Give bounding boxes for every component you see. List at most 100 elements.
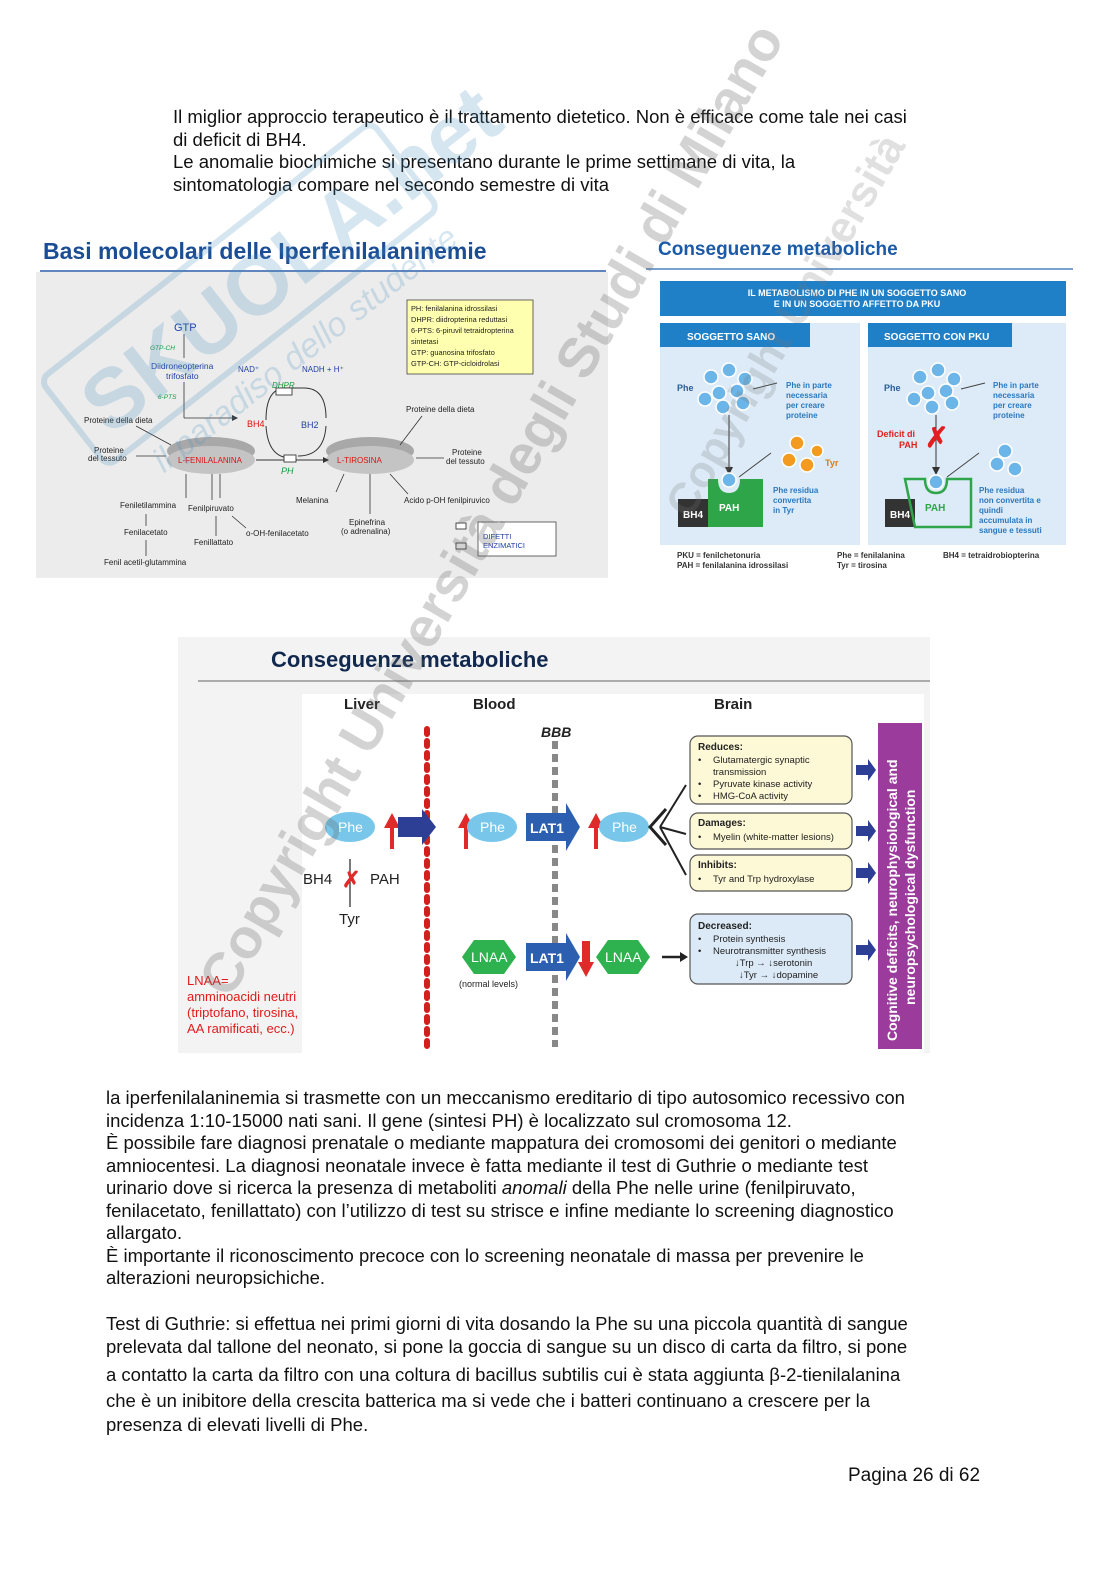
figure-molecular-basis: Basi molecolari delle Iperfenilalaninemi… [36, 230, 608, 578]
blood-phe: Phe [480, 819, 505, 835]
banner-line-1: IL METABOLISMO DI PHE IN UN SOGGETTO SAN… [748, 288, 967, 298]
body-emphasis: anomali [501, 1177, 567, 1198]
diidro-label-1: Diidroneopterina [151, 361, 214, 371]
right-bh4: BH4 [890, 510, 910, 521]
guthrie-paragraph: Test di Guthrie: si effettua nei primi g… [106, 1312, 1026, 1436]
fenilacetil-label: Fenil acetil-glutammina [104, 558, 187, 567]
guthrie-line: Test di Guthrie: si effettua nei primi g… [106, 1313, 908, 1334]
ph-label: PH [281, 466, 294, 476]
gtp-label: GTP [174, 322, 197, 334]
guthrie-line: prelevata dal tallone del neonato, si po… [106, 1336, 908, 1357]
lat1-top: LAT1 [530, 820, 564, 836]
left-phe-molecules [697, 362, 753, 415]
epin-label-1: Epinefrina [349, 518, 386, 527]
prot-tess-left-2: del tessuto [88, 454, 127, 463]
pts-label: 6-PTS [158, 394, 177, 401]
body-line: alterazioni neuropsichiche. [106, 1267, 326, 1288]
panel-left-header: SOGGETTO SANO [687, 332, 775, 343]
accumulated-phe-molecules [989, 443, 1023, 477]
brain-lnaa: LNAA [605, 949, 642, 965]
brain-phe: Phe [612, 819, 637, 835]
deficit-label: Deficit di PAH [877, 429, 918, 450]
body-text: urinario dove si ricerca la presenza di … [106, 1177, 502, 1198]
tyr-label: Tyr [825, 458, 839, 468]
reduces-title: Reduces: [698, 742, 743, 753]
figure1-title: Basi molecolari delle Iperfenilalaninemi… [43, 238, 487, 264]
fenilacet-label: Fenilacetato [124, 528, 168, 537]
intro-line: sintomatologia compare nel secondo semes… [173, 173, 610, 195]
nadh-label: NADH + H⁺ [302, 365, 344, 374]
ooh-label: o-OH-fenilacetato [246, 529, 309, 538]
damages-list: •Myelin (white-matter lesions) [698, 832, 834, 843]
body-line: È possibile fare diagnosi prenatale o me… [106, 1132, 897, 1153]
body-paragraph: la iperfenilalaninemia si trasmette con … [106, 1087, 1026, 1290]
blood-lnaa: LNAA [471, 949, 508, 965]
figure-liver-blood-brain: Conseguenze metaboliche Liver Blood Brai… [178, 637, 930, 1053]
prot-tess-right-2: del tessuto [446, 457, 485, 466]
col-brain: Brain [714, 696, 752, 713]
body-line: urinario dove si ricerca la presenza di … [106, 1177, 1026, 1200]
left-note: Phe in parte necessaria per creare prote… [786, 381, 834, 420]
normal-levels: (normal levels) [459, 979, 518, 989]
difetti-label-1: DIFETTI [483, 532, 511, 541]
bh4-label: BH4 [247, 419, 265, 429]
bh4-label: BH4 [303, 871, 332, 888]
intro-line: Le anomalie biochimiche si presentano du… [173, 151, 796, 172]
fenilpir-label: Fenilpiruvato [188, 504, 234, 513]
col-liver: Liver [344, 696, 380, 713]
guthrie-line: che è un inibitore della crescita batter… [106, 1390, 871, 1411]
intro-paragraph: Il miglior approccio terapeutico è il tr… [173, 106, 1023, 196]
intro-line: Il miglior approccio terapeutico è il tr… [173, 106, 907, 127]
inhibits-list: •Tyr and Trp hydroxylase [698, 874, 814, 885]
figure2-title: Conseguenze metaboliche [658, 239, 898, 260]
side-label-1: Cognitive deficits, neurophysiological a… [884, 759, 900, 1041]
banner-line-2: E IN UN SOGGETTO AFFETTO DA PKU [774, 299, 941, 309]
reduces-list: •Glutamatergic synaptic transmission •Py… [698, 755, 815, 802]
prot-tess-left-1: Proteine [94, 446, 124, 455]
body-line: amniocentesi. La diagnosi neonatale inve… [106, 1154, 869, 1176]
right-phe-molecules [906, 362, 962, 415]
feniletil-label: Feniletilammina [120, 501, 177, 510]
col-blood: Blood [473, 696, 516, 713]
diidro-label-2: trifosfato [166, 371, 199, 381]
liver-phe: Phe [338, 819, 363, 835]
panel-right-header: SOGGETTO CON PKU [884, 332, 989, 343]
tyr-label: Tyr [339, 911, 360, 928]
melanina-label: Melanina [296, 496, 329, 505]
outcome-arrows [856, 759, 876, 961]
body-line: la iperfenilalaninemia si trasmette con … [106, 1087, 905, 1108]
decreased-title: Decreased: [698, 921, 752, 932]
left-bh4: BH4 [683, 510, 703, 521]
deficit-x-icon: ✗ [925, 422, 948, 453]
left-pah: PAH [719, 503, 739, 514]
body-line: fenilacetato, fenillattato) con l’utiliz… [106, 1199, 894, 1221]
acido-label: Acido p-OH fenilpiruvico [404, 496, 490, 505]
nad-label: NAD⁺ [238, 365, 259, 374]
figure2-footer: PKU = fenilchetonuria PAH = fenilalanina… [677, 551, 1040, 570]
bh2-label: BH2 [301, 420, 319, 430]
phe-label: L-FENILALANINA [178, 456, 243, 465]
left-residua: Phe residua convertita in Tyr [773, 486, 821, 515]
lat1-bottom: LAT1 [530, 950, 564, 966]
body-text: della Phe nelle urine (fenilpiruvato, [566, 1177, 856, 1198]
body-line: incidenza 1:10-15000 nati sani. Il gene … [106, 1109, 792, 1131]
right-phe-label: Phe [884, 383, 901, 393]
intro-line: di deficit di BH4. [173, 128, 307, 150]
page-number: Pagina 26 di 62 [848, 1465, 981, 1486]
left-phe-label: Phe [677, 383, 694, 393]
body-line: È importante il riconoscimento precoce c… [106, 1244, 864, 1266]
guthrie-line: a contatto la carta da filtro con una co… [106, 1364, 901, 1385]
right-residua: Phe residua non convertita e quindi accu… [979, 486, 1043, 535]
right-pah: PAH [925, 503, 945, 514]
dhpr-label: DHPR [272, 381, 295, 390]
decreased-list: •Protein synthesis •Neurotransmitter syn… [698, 934, 829, 981]
prot-dieta-right: Proteine della dieta [406, 405, 475, 414]
col-bbb: BBB [541, 724, 571, 740]
damages-title: Damages: [698, 818, 746, 829]
right-note: Phe in parte necessaria per creare prote… [993, 381, 1041, 420]
epin-label-2: (o adrenalina) [341, 527, 391, 536]
gtpch-label: GTP-CH [150, 345, 175, 352]
prot-tess-right-1: Proteine [452, 448, 482, 457]
figure3-title: Conseguenze metaboliche [271, 647, 549, 672]
side-label-2: neuropsychological dysfunction [902, 790, 918, 1005]
